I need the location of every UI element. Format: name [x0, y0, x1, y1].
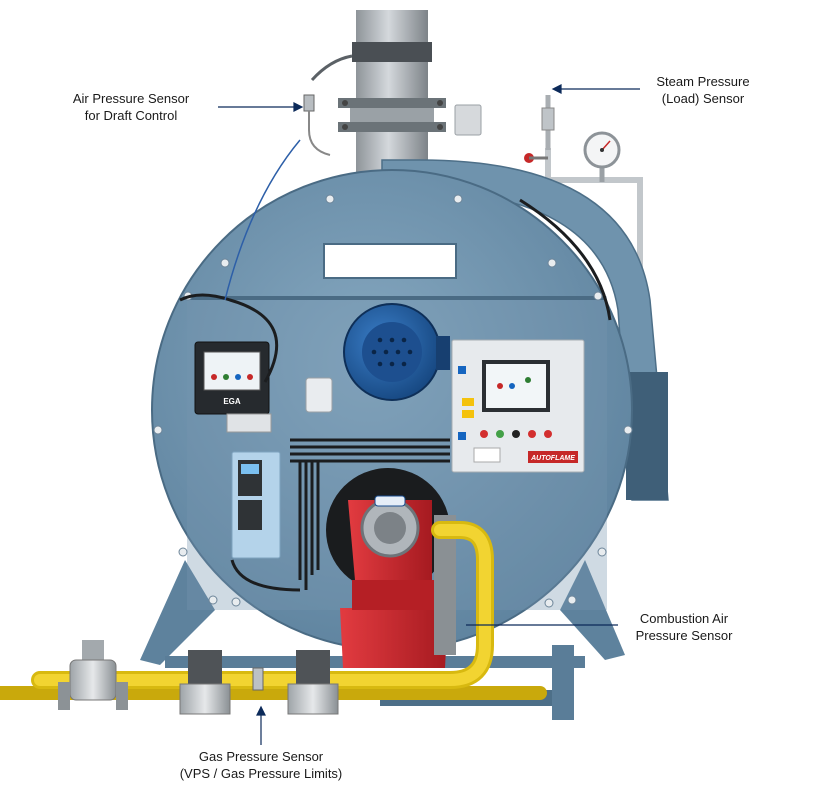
callout-air-pressure-line2: for Draft Control [84, 108, 178, 123]
callout-combustion-air-line1: Combustion Air [639, 611, 729, 626]
control-panel [451, 339, 585, 473]
draft-sensor-box [305, 377, 333, 413]
callout-steam-pressure-line2: (Load) Sensor [661, 91, 745, 106]
cable-bundles [179, 198, 612, 592]
callout-gas-pressure-line1: Gas Pressure Sensor [198, 749, 324, 764]
callout-gas-pressure-sensor: Gas Pressure Sensor (VPS / Gas Pressure … [171, 748, 351, 782]
draft-sensor [224, 54, 353, 301]
callout-steam-pressure-line1: Steam Pressure [656, 74, 750, 89]
callout-combustion-air-sensor: Combustion Air Pressure Sensor [622, 610, 746, 644]
pressure-gauge [583, 131, 621, 169]
callout-lines [218, 84, 640, 745]
callout-combustion-air-line2: Pressure Sensor [635, 628, 733, 643]
callout-steam-pressure-sensor: Steam Pressure (Load) Sensor [648, 73, 758, 107]
nameplate [323, 243, 457, 279]
burner [326, 468, 456, 668]
ega-analyser [194, 341, 272, 433]
variable-speed-drive [231, 451, 281, 559]
fan-motor [343, 303, 450, 401]
gas-solenoid-valve-1 [179, 650, 231, 715]
stack-sensor-box [454, 104, 482, 136]
control-panel-brand: AUTOFLAME [530, 455, 575, 462]
steam-pipework [524, 95, 643, 290]
shell-bolts [153, 194, 633, 608]
gas-pressure-switch [252, 667, 264, 691]
ega-label: EGA [223, 397, 241, 406]
callout-air-pressure-line1: Air Pressure Sensor [72, 91, 190, 106]
gas-solenoid-valve-2 [287, 650, 339, 715]
callout-gas-pressure-line2: (VPS / Gas Pressure Limits) [179, 766, 343, 781]
callout-air-pressure-sensor: Air Pressure Sensor for Draft Control [66, 90, 196, 124]
gas-regulator [58, 640, 128, 710]
